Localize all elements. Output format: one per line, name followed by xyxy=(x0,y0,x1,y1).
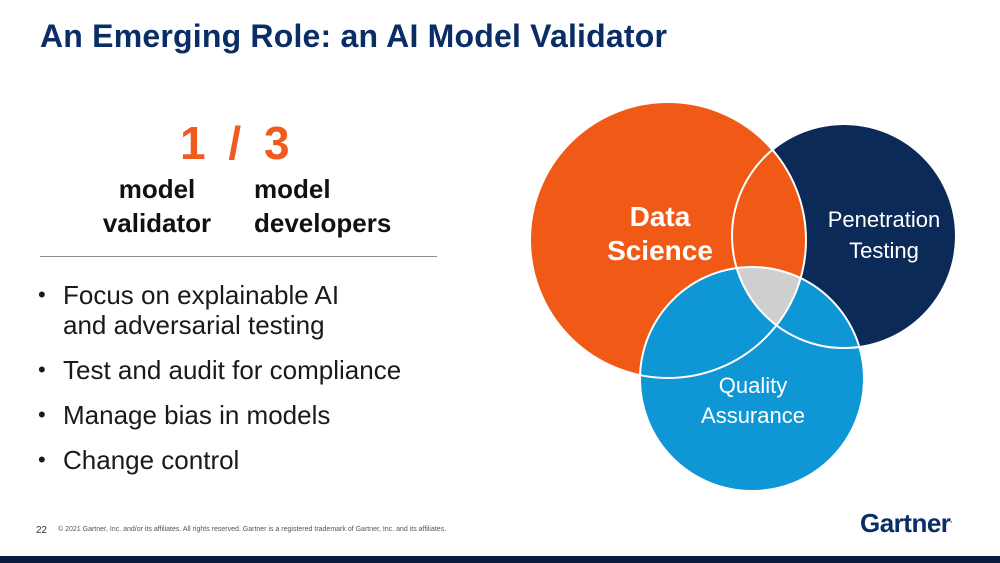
venn-outline-data-science xyxy=(529,101,807,379)
venn-label-penetration-testing-2: Testing xyxy=(849,238,919,263)
validator-label-line-2: validator xyxy=(102,208,212,238)
validator-label: model validator xyxy=(87,172,227,240)
venn-label-penetration-testing-1: Penetration xyxy=(828,207,941,232)
venn-outline-penetration-testing xyxy=(731,123,957,349)
developers-label-line-2: developers xyxy=(254,208,392,238)
slide-title: An Emerging Role: an AI Model Validator xyxy=(40,18,668,54)
ratio-figure: 1 / 3 xyxy=(180,116,290,170)
bullet-item: Focus on explainable AI and adversarial … xyxy=(38,280,401,340)
page-number: 22 xyxy=(36,525,48,536)
venn-outline-quality-assurance xyxy=(639,266,865,492)
bullet-text: Test and audit for compliance xyxy=(63,355,402,385)
venn-circle-quality-assurance xyxy=(640,267,864,491)
divider-line xyxy=(40,256,437,257)
bullet-text: Focus on explainable AI xyxy=(63,280,340,310)
bullet-list: Focus on explainable AI and adversarial … xyxy=(38,280,401,490)
bullet-item: Test and audit for compliance xyxy=(38,355,401,385)
bullet-text: Change control xyxy=(63,445,240,475)
ratio-right: 3 xyxy=(263,117,290,169)
venn-label-data-science-1: Data xyxy=(630,201,691,232)
venn-diagram: Data Science Penetration Testing Quality… xyxy=(529,101,957,492)
bullet-text: and adversarial testing xyxy=(63,310,325,340)
developers-label-line-1: model xyxy=(254,174,331,204)
ratio-left: 1 xyxy=(180,117,206,169)
bullet-item: Manage bias in models xyxy=(38,400,401,430)
venn-label-data-science-2: Science xyxy=(607,235,713,266)
gartner-logo: Gartner. xyxy=(860,508,953,539)
developers-label: model developers xyxy=(254,172,391,240)
venn-label-quality-assurance-1: Quality xyxy=(719,373,787,398)
validator-label-line-1: model xyxy=(118,174,196,204)
footer-bar xyxy=(0,556,1000,563)
bullet-text: Manage bias in models xyxy=(63,400,331,430)
venn-label-quality-assurance-2: Assurance xyxy=(701,403,805,428)
bullet-item: Change control xyxy=(38,445,401,475)
ratio-separator: / xyxy=(228,117,242,169)
gartner-logo-text: Gartner xyxy=(860,508,951,538)
copyright-text: © 2021 Gartner, Inc. and/or its affiliat… xyxy=(58,526,447,533)
gartner-logo-mark: . xyxy=(950,517,952,525)
